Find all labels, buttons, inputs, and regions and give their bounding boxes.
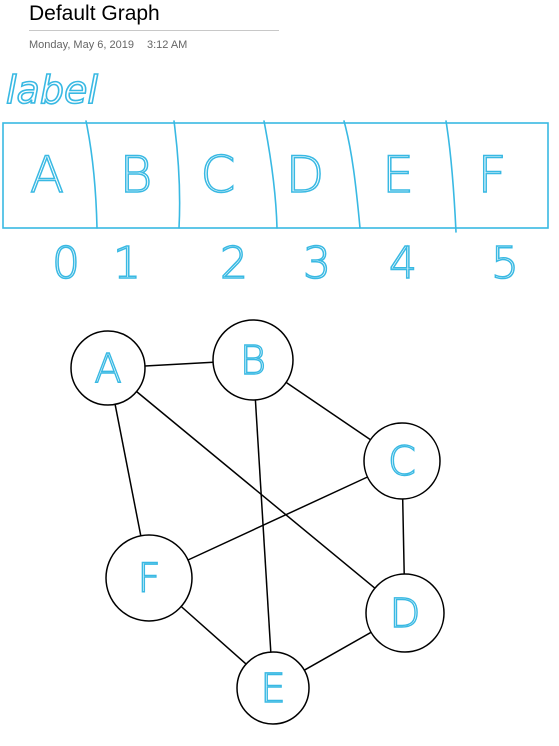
node-label: B [240,338,266,384]
array-cell-letter: A [30,146,64,204]
graph-edges [114,361,405,671]
graph-nodes: A B C D E F [70,319,445,725]
edge-c-f [187,476,368,561]
array-cell-letter: C [201,146,236,204]
array-cell-letter: D [286,146,325,204]
node-a: A [70,330,146,406]
node-f: F [105,534,193,622]
node-circle [70,330,146,406]
array-frame [2,122,549,229]
array-cell-index: 2 [220,238,248,289]
title-underline [29,30,279,31]
node-label: C [388,439,416,485]
array-cell-index: 5 [491,238,519,289]
edge-a-f [114,404,142,536]
node-label: F [137,556,160,602]
array-cell-index: 1 [113,238,141,289]
node-circle [105,534,193,622]
page-date: Monday, May 6, 2019 [29,39,134,51]
array-divider [343,120,361,229]
node-label: D [390,591,421,637]
array-cell-letter: E [382,146,414,204]
array-cell-index: 0 [52,238,80,289]
array-cell-letter: B [120,146,153,204]
array-divider [173,120,181,229]
array-divider [445,120,457,233]
page-time: 3:12 AM [146,39,188,51]
node-circle [236,651,310,725]
edge-a-b [144,361,214,367]
node-label: E [260,666,285,712]
array-divider [85,120,98,229]
array-cell-index: 3 [303,238,331,289]
edge-b-c [285,381,371,441]
page-title[interactable]: Default Graph [29,2,160,25]
node-b: B [212,319,294,401]
edge-f-e [180,605,247,665]
node-label: A [94,346,121,392]
edge-c-d [401,498,405,575]
node-d: D [365,573,445,653]
node-c: C [363,422,441,500]
node-circle [365,573,445,653]
node-e: E [236,651,310,725]
array-cell-index: 4 [389,238,417,289]
node-circle [363,422,441,500]
handwritten-label-word: label [6,68,98,112]
array-divider [263,120,278,229]
edge-e-d [303,631,372,671]
node-circle [212,319,294,401]
page-timestamp: Monday, May 6, 2019 3:12 AM [29,39,187,51]
array-cell-letter: F [478,146,507,204]
edge-a-d [136,390,376,589]
